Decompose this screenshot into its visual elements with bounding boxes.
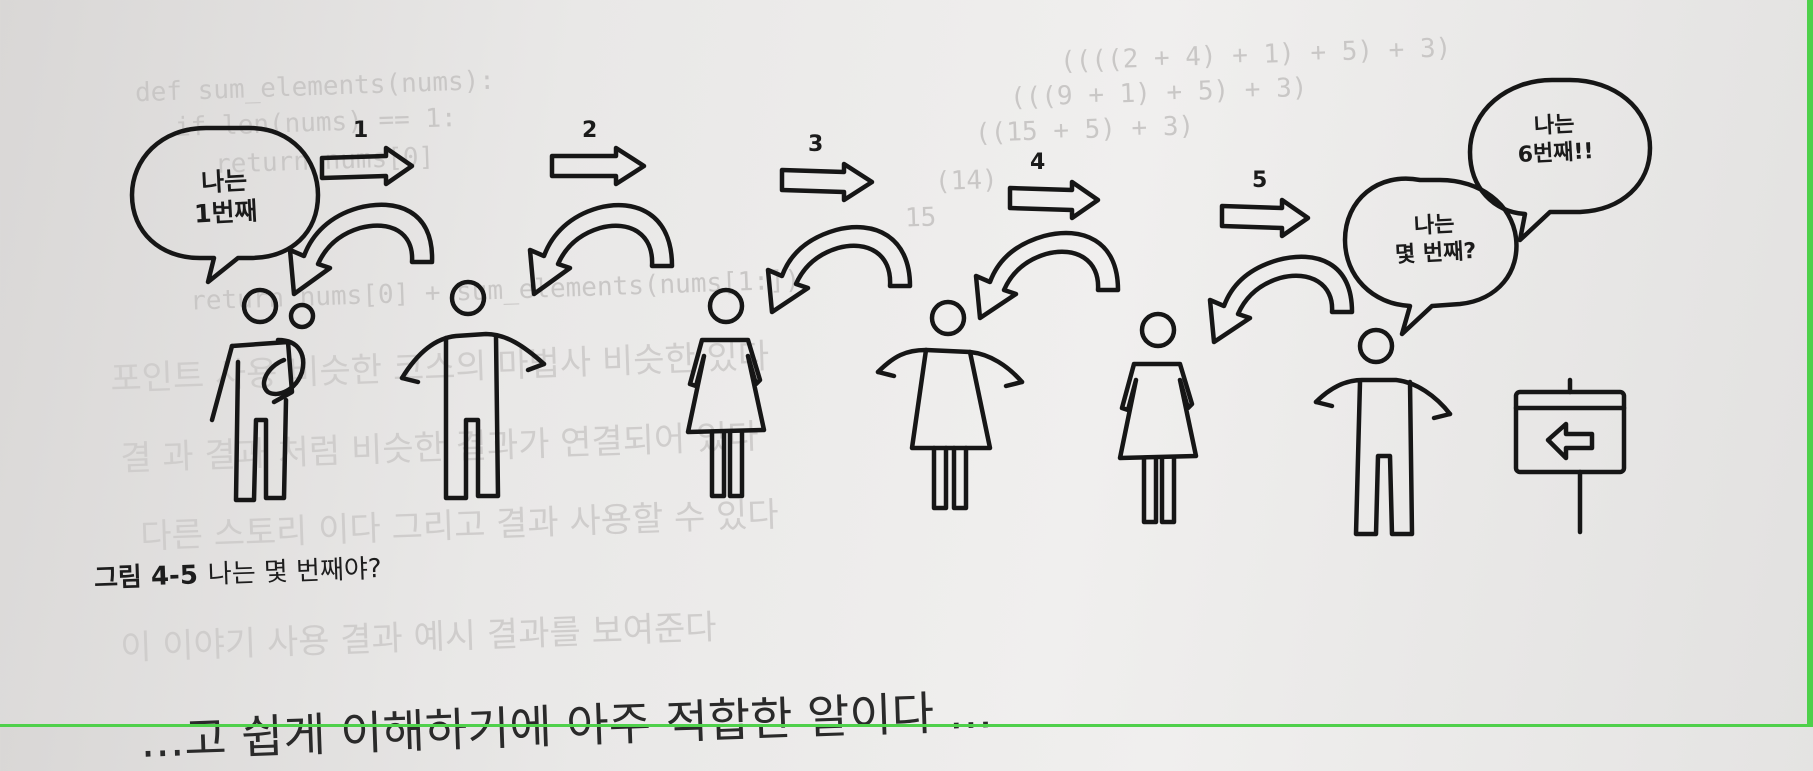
curved-arrow-5 <box>1207 254 1355 345</box>
exit-sign-icon <box>1513 377 1627 535</box>
step-number-1: 1 <box>353 118 369 143</box>
figure-caption-label: 그림 4-5 <box>93 560 199 594</box>
arrow-right-3 <box>779 161 875 203</box>
curved-arrow-2 <box>527 202 675 297</box>
step-number-2: 2 <box>582 118 598 143</box>
bottom-edge-marker <box>0 724 1813 727</box>
speech-bubble-first <box>129 125 321 285</box>
figure-illustration <box>129 77 1653 537</box>
speech-bubble-sixth <box>1467 77 1653 243</box>
figure-caption-text: 나는 몇 번째야? <box>207 553 383 591</box>
person-4-woman <box>875 299 1025 511</box>
arrow-right-2 <box>549 145 647 187</box>
person-6-man <box>1313 327 1453 537</box>
bubble-text-sixth: 나는 6번째!! <box>1517 111 1595 168</box>
person-3-woman <box>685 287 767 499</box>
arrow-right-4 <box>1007 179 1101 221</box>
curved-arrow-4 <box>973 230 1121 321</box>
person-1-with-baby <box>209 287 316 503</box>
curved-arrow-1 <box>287 202 435 297</box>
arrow-right-1 <box>319 145 415 187</box>
bubble-text-which: 나는 몇 번째? <box>1394 211 1477 268</box>
step-number-4: 4 <box>1030 150 1046 175</box>
person-5-woman <box>1117 311 1199 525</box>
step-number-3: 3 <box>808 132 824 157</box>
person-2-man <box>399 279 547 501</box>
step-number-5: 5 <box>1252 168 1268 193</box>
bubble-text-first: 나는 1번째 <box>193 165 259 229</box>
arrow-right-5 <box>1219 197 1311 239</box>
curved-arrow-3 <box>765 224 913 315</box>
right-edge-marker <box>1807 0 1813 727</box>
